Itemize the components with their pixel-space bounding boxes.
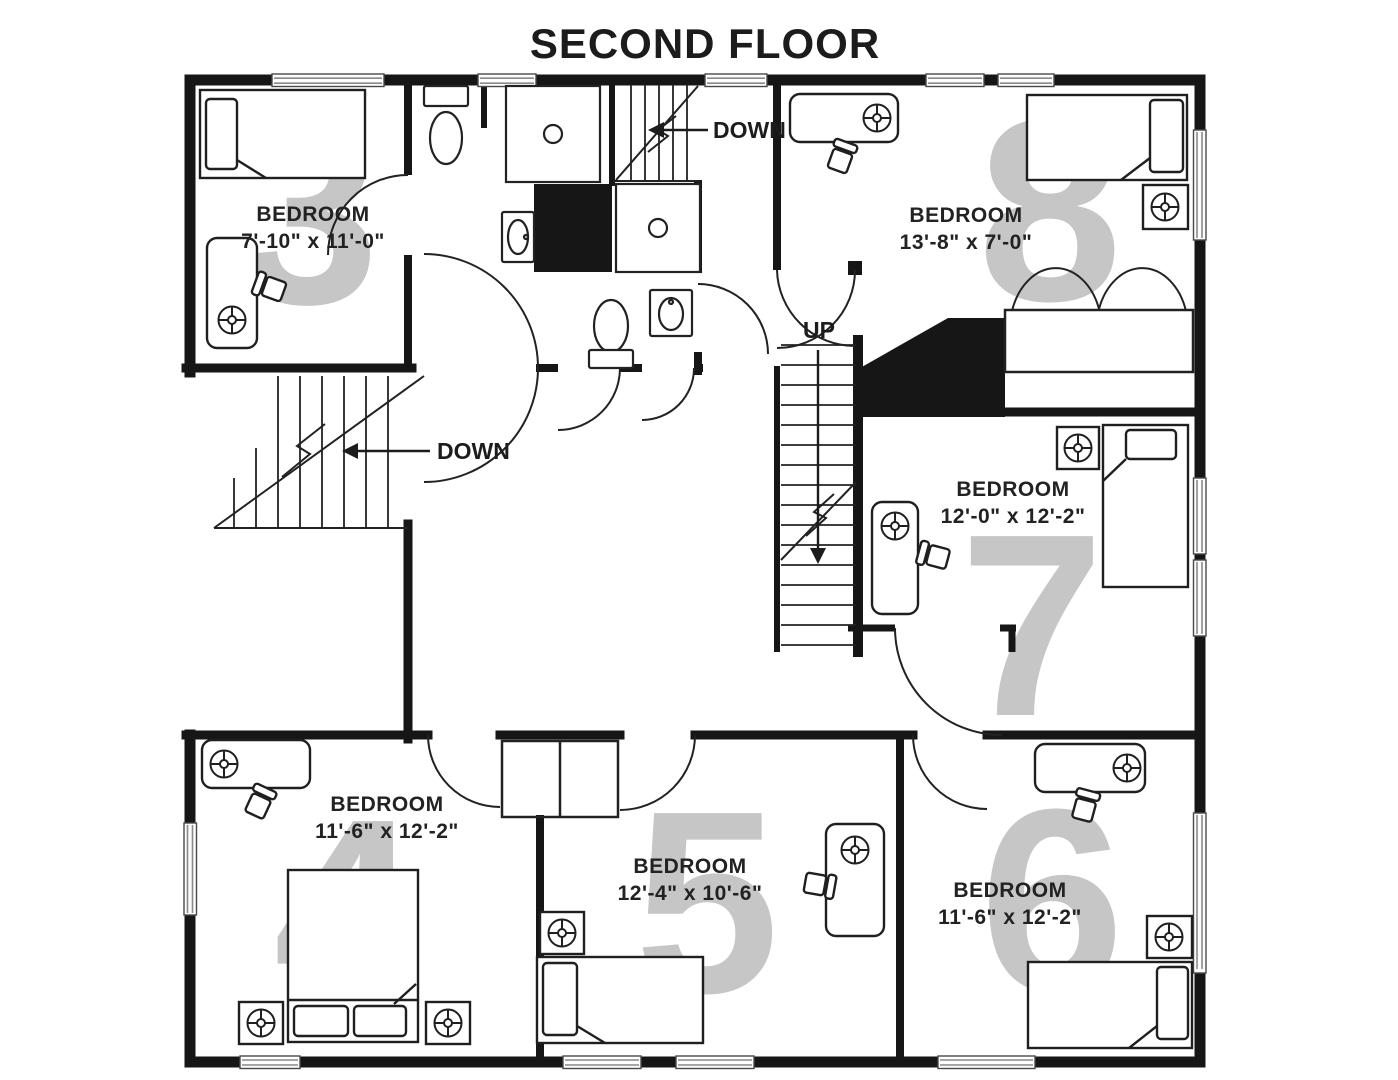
- bed: [1026, 960, 1194, 1050]
- ceiling-fan-icon: [209, 749, 239, 779]
- ceiling-fan-icon: [217, 305, 247, 335]
- stair-annotations: DOWN DOWN UP: [342, 117, 835, 564]
- room-dims: 13'-8" x 7'-0": [900, 231, 1033, 254]
- room-name: BEDROOM: [330, 793, 443, 816]
- closet-door-8-left: [1011, 267, 1100, 312]
- door-bedroom-7: [894, 627, 1003, 736]
- window: [1192, 129, 1207, 241]
- room-watermark-7: 7: [960, 481, 1105, 771]
- window: [937, 1055, 1036, 1070]
- room-name: BEDROOM: [256, 203, 369, 226]
- ceiling-fan-icon: [1112, 753, 1142, 783]
- window: [1192, 812, 1207, 974]
- shower-icon: [504, 84, 602, 184]
- room-label-8: BEDROOM 13'-8" x 7'-0": [900, 204, 1033, 254]
- down-label: DOWN: [437, 438, 510, 464]
- bed: [1101, 423, 1190, 589]
- toilet-icon: [587, 298, 635, 370]
- bed: [1025, 93, 1189, 182]
- shower-icon: [614, 182, 702, 274]
- furniture: [198, 88, 1194, 1050]
- stairs: [213, 84, 857, 646]
- bed: [286, 868, 420, 1044]
- room-label-5: BEDROOM 12'-4" x 10'-6": [618, 855, 763, 905]
- wall-mass: [853, 318, 1005, 417]
- door-hall-upper: [423, 253, 539, 369]
- ceiling-fan-icon: [1063, 433, 1093, 463]
- up-arrow: [810, 350, 826, 564]
- room-name: BEDROOM: [633, 855, 746, 878]
- door-bedroom-8-a: [776, 269, 856, 347]
- down-arrow: [342, 443, 430, 459]
- door-bedroom-3: [327, 174, 409, 256]
- window: [562, 1055, 642, 1070]
- room-label-4: BEDROOM 11'-6" x 12'-2": [315, 793, 459, 843]
- sink-icon: [648, 288, 694, 338]
- ceiling-fan-icon: [547, 918, 577, 948]
- door-bath-left: [557, 367, 621, 431]
- staircase-down-left: [213, 375, 425, 529]
- room-label-7: BEDROOM 12'-0" x 12'-2": [941, 478, 1086, 528]
- window: [675, 1055, 755, 1070]
- room-dims: 11'-6" x 12'-2": [938, 906, 1082, 929]
- page-title: SECOND FLOOR: [530, 20, 880, 67]
- room-dims: 12'-0" x 12'-2": [941, 505, 1086, 528]
- down-label: DOWN: [713, 117, 786, 143]
- door-bath-corridor: [697, 283, 769, 355]
- window: [239, 1055, 301, 1070]
- room-name: BEDROOM: [953, 879, 1066, 902]
- closet-bedroom-8: [1003, 308, 1195, 374]
- window: [1192, 477, 1207, 555]
- window: [1192, 559, 1207, 637]
- ceiling-fan-icon: [862, 103, 892, 133]
- door-swings: [327, 174, 1187, 811]
- room-dims: 12'-4" x 10'-6": [618, 882, 763, 905]
- toilet-icon: [422, 84, 470, 166]
- closet-door-8-right: [1098, 267, 1187, 312]
- down-arrow: [648, 122, 708, 138]
- sink-icon: [500, 210, 536, 264]
- door-bedroom-6: [912, 734, 988, 810]
- room-dims: 7'-10" x 11'-0": [241, 230, 385, 253]
- bed: [535, 955, 705, 1045]
- utility-shaft: [534, 184, 612, 272]
- ceiling-fan-icon: [246, 1008, 276, 1038]
- window: [183, 822, 198, 916]
- door-bedroom-4: [427, 734, 501, 808]
- room-label-3: BEDROOM 7'-10" x 11'-0": [241, 203, 385, 253]
- window: [925, 73, 985, 88]
- door-bath-right: [641, 367, 695, 421]
- up-label: UP: [803, 317, 835, 343]
- ceiling-fan-icon: [433, 1008, 463, 1038]
- ceiling-fan-icon: [1154, 922, 1184, 952]
- door-hall-lower: [423, 367, 539, 483]
- door-bedroom-5: [619, 734, 696, 811]
- door-bedroom-8-b: [776, 269, 856, 349]
- room-label-6: BEDROOM 11'-6" x 12'-2": [938, 879, 1082, 929]
- window: [997, 73, 1055, 88]
- room-labels: BEDROOM 7'-10" x 11'-0" BEDROOM 11'-6" x 12…: [241, 203, 1085, 929]
- bed: [198, 88, 367, 180]
- room-dims: 11'-6" x 12'-2": [315, 820, 459, 843]
- ceiling-fan-icon: [1150, 192, 1180, 222]
- windows: [183, 73, 1207, 1070]
- room-name: BEDROOM: [956, 478, 1069, 501]
- window: [271, 73, 385, 88]
- ceiling-fan-icon: [840, 835, 870, 865]
- ceiling-fan-icon: [880, 511, 910, 541]
- room-name: BEDROOM: [909, 204, 1022, 227]
- window: [477, 73, 537, 88]
- bathroom-fixtures: [422, 84, 702, 370]
- window: [704, 73, 768, 88]
